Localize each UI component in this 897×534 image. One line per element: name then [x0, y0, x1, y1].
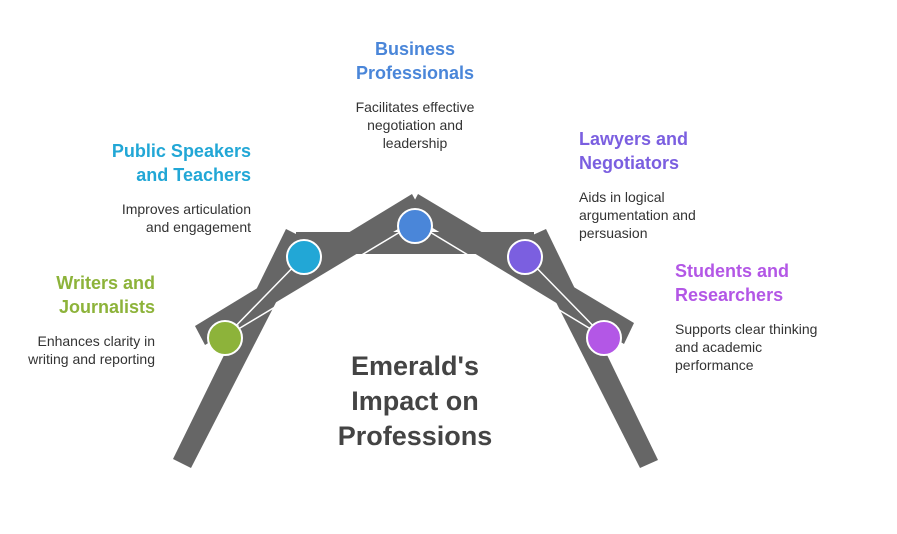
- node-students: [586, 320, 622, 356]
- diagram-title: Emerald's Impact on Professions: [337, 351, 493, 451]
- item-business-heading: Business Professionals: [355, 39, 475, 83]
- item-students-description: Supports clear thinking and academic per…: [675, 321, 818, 373]
- item-students-heading: Students and Researchers: [675, 261, 790, 305]
- item-business: Business Professionals Facilitates effec…: [315, 37, 515, 152]
- left-leg-highlight: [224, 255, 305, 338]
- node-business: [397, 208, 433, 244]
- item-writers-description: Enhances clarity in writing and reportin…: [28, 333, 155, 367]
- left-beam-highlight: [224, 222, 416, 338]
- left-outer-leg: [173, 229, 308, 468]
- node-speakers: [286, 239, 322, 275]
- item-lawyers-description: Aids in logical argumentation and persua…: [579, 189, 696, 241]
- right-beam-highlight: [414, 222, 605, 338]
- item-business-description: Facilitates effective negotiation and le…: [355, 99, 475, 151]
- item-students: Students and Researchers Supports clear …: [675, 259, 875, 374]
- item-speakers: Public Speakers and Teachers Improves ar…: [60, 139, 251, 236]
- item-writers: Writers and Journalists Enhances clarity…: [0, 271, 155, 368]
- item-lawyers: Lawyers and Negotiators Aids in logical …: [579, 127, 769, 242]
- item-speakers-description: Improves articulation and engagement: [121, 201, 251, 235]
- item-lawyers-heading: Lawyers and Negotiators: [579, 129, 689, 173]
- right-leg-highlight: [524, 255, 605, 338]
- node-lawyers: [507, 239, 543, 275]
- node-writers: [207, 320, 243, 356]
- item-speakers-heading: Public Speakers and Teachers: [111, 141, 251, 185]
- item-writers-heading: Writers and Journalists: [56, 273, 155, 317]
